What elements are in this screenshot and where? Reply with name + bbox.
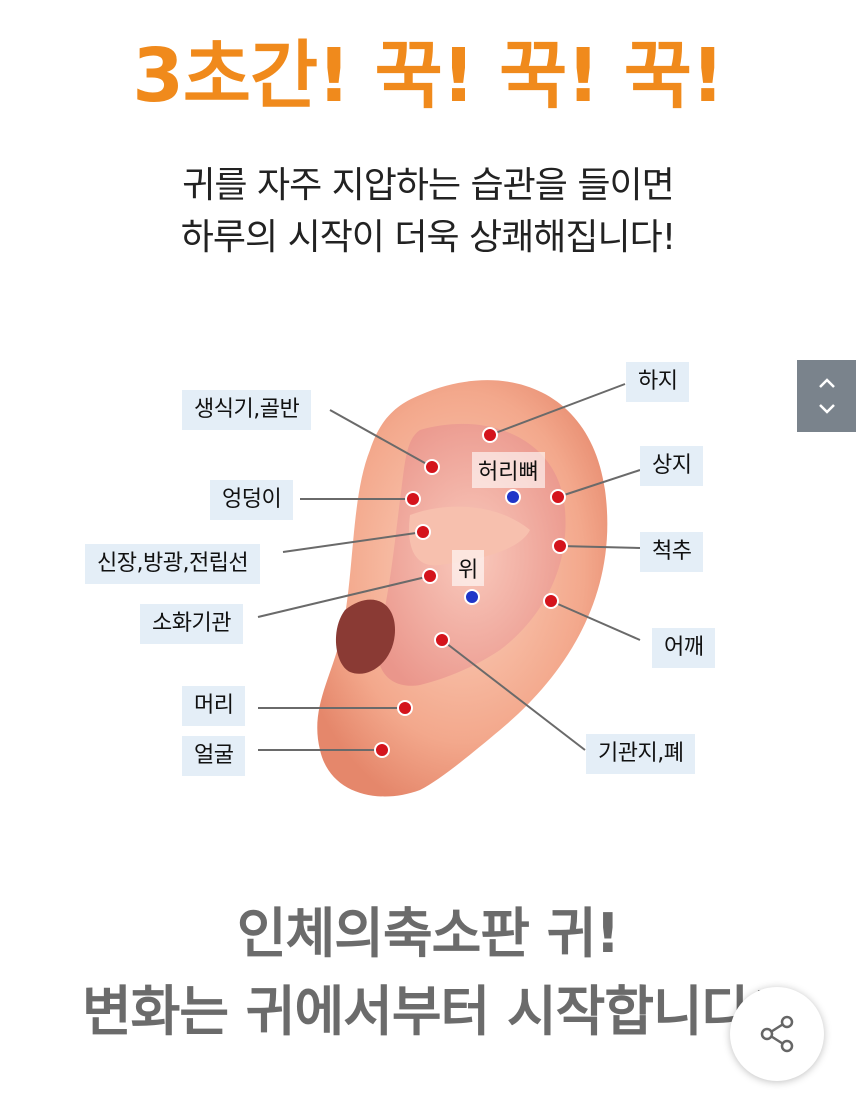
share-icon — [760, 1015, 794, 1053]
label-reproductive: 생식기,골반 — [182, 390, 312, 430]
subtitle-line-2: 하루의 시작이 더욱 상쾌해집니다! — [180, 217, 676, 258]
label-digestive: 소화기관 — [140, 604, 243, 644]
point-shoulder — [543, 593, 559, 609]
point-stomach — [464, 589, 480, 605]
footer-line-2: 변화는 귀에서부터 시작합니다! — [81, 980, 775, 1043]
leader-lines — [257, 383, 641, 751]
label-shoulder: 어깨 — [652, 628, 716, 668]
blue-points — [464, 489, 521, 605]
label-spine: 척추 — [640, 532, 704, 572]
red-points — [374, 427, 568, 758]
point-hip — [405, 491, 421, 507]
ear-canal — [335, 599, 395, 674]
point-lumbar — [505, 489, 521, 505]
ear-fold — [409, 506, 530, 566]
ear-acupressure-diagram: 생식기,골반 엉덩이 신장,방광,전립선 소화기관 머리 얼굴 하지 상지 척추… — [0, 300, 856, 860]
headline: 3초간! 꾹! 꾹! 꾹! — [132, 33, 724, 119]
share-button[interactable] — [730, 987, 824, 1081]
chevron-down-icon[interactable] — [817, 397, 837, 421]
chevron-up-icon[interactable] — [817, 371, 837, 395]
point-spine — [552, 538, 568, 554]
point-kidney — [415, 524, 431, 540]
point-head — [397, 700, 413, 716]
label-face: 얼굴 — [182, 736, 246, 776]
label-kidney: 신장,방광,전립선 — [85, 544, 261, 584]
label-lumbar: 허리뼈 — [472, 452, 545, 488]
point-face — [374, 742, 390, 758]
point-reproductive — [424, 459, 440, 475]
label-lower-limb: 하지 — [626, 362, 690, 402]
label-hip: 엉덩이 — [210, 480, 294, 520]
point-lower-limb — [482, 427, 498, 443]
label-stomach: 위 — [452, 550, 485, 586]
label-bronchi: 기관지,폐 — [586, 734, 696, 774]
subtitle-line-1: 귀를 자주 지압하는 습관을 들이면 — [182, 165, 674, 206]
footer-line-1: 인체의축소판 귀! — [236, 902, 620, 965]
label-upper-limb: 상지 — [640, 446, 704, 486]
subtitle: 귀를 자주 지압하는 습관을 들이면 하루의 시작이 더욱 상쾌해집니다! — [0, 160, 856, 264]
scroll-nav — [797, 360, 856, 432]
point-digestive — [422, 568, 438, 584]
label-head: 머리 — [182, 686, 246, 726]
point-bronchi — [434, 632, 450, 648]
footer-message: 인체의축소판 귀! 변화는 귀에서부터 시작합니다! — [0, 895, 856, 1051]
point-upper-limb — [550, 489, 566, 505]
